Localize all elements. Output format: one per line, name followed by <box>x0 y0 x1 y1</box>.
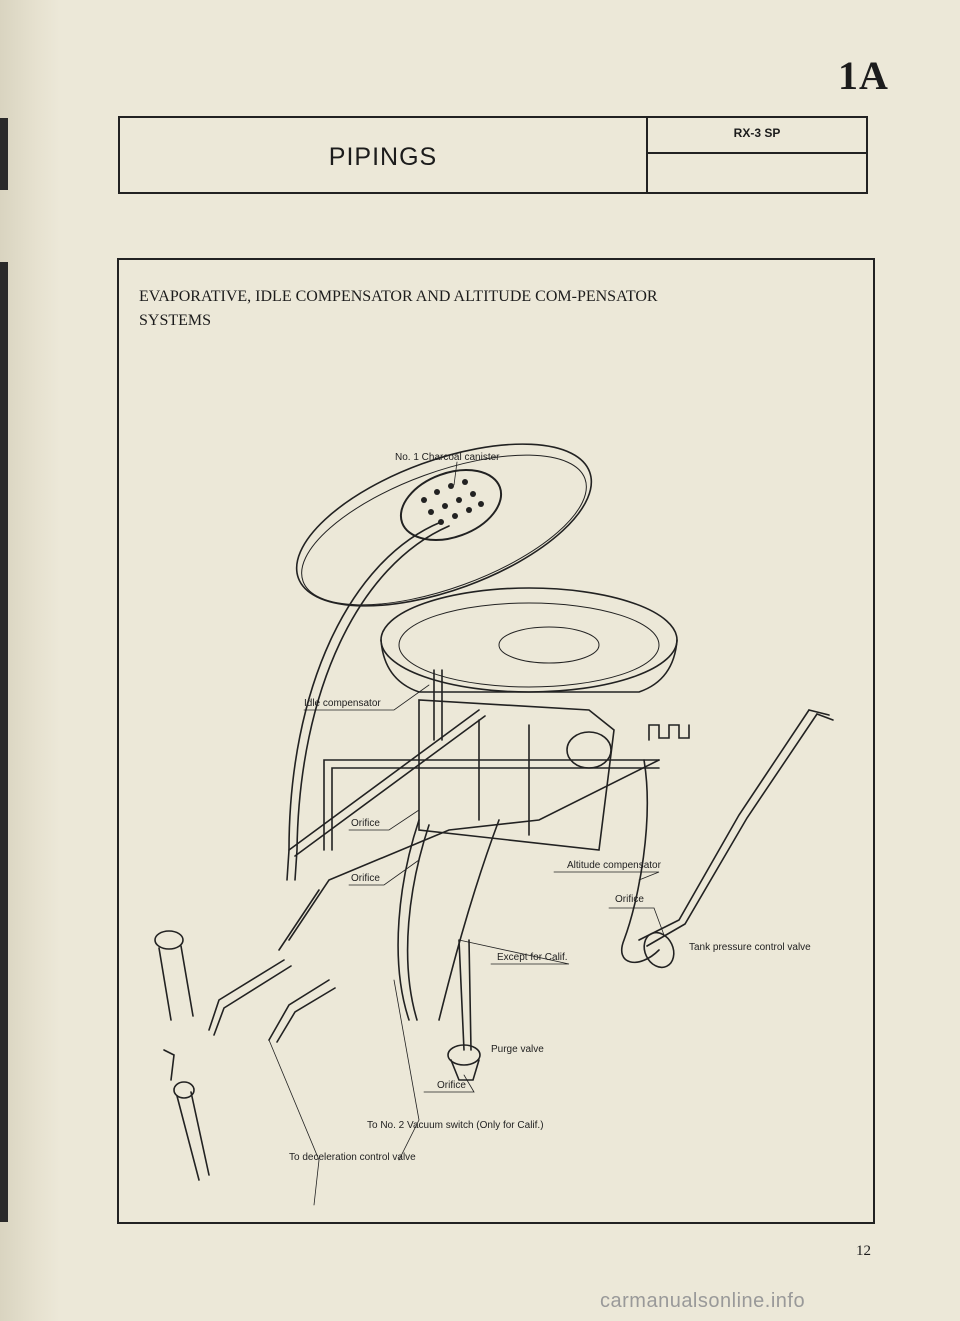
diagonal-pipe <box>288 709 486 857</box>
orifice-label: Orifice <box>351 818 380 829</box>
piping-diagram: No. 1 Charcoal canister Idle compensator… <box>154 443 834 1206</box>
purge-valve-label: Purge valve <box>491 1044 544 1055</box>
air-cleaner-body <box>380 587 678 693</box>
charcoal-canister-label: No. 1 Charcoal canister <box>395 452 500 463</box>
watermark: carmanualsonline.info <box>600 1290 806 1312</box>
page-title: PIPINGS <box>120 118 648 192</box>
page-number: 12 <box>856 1243 871 1259</box>
section-heading: EVAPORATIVE, IDLE COMPENSATOR AND ALTITU… <box>139 288 658 329</box>
tank-line <box>621 759 660 964</box>
vacuum-switch-label: To No. 2 Vacuum switch (Only for Calif.) <box>367 1120 544 1131</box>
air-cleaner-lid <box>295 443 593 607</box>
front-loop <box>397 819 430 1021</box>
page-code: 1A <box>838 53 889 98</box>
canister-holes <box>421 479 484 525</box>
decel-valve-label: To deceleration control valve <box>289 1152 416 1163</box>
idle-compensator-pipe <box>433 669 443 741</box>
vacuum-line-long <box>323 759 660 851</box>
altitude-compensator-label: Altitude compensator <box>567 860 662 871</box>
edge-tab <box>0 118 8 190</box>
binding-shadow <box>0 0 60 1321</box>
orifice-label: Orifice <box>351 873 380 884</box>
edge-tab <box>0 262 8 1222</box>
orifice-label: Orifice <box>437 1080 466 1091</box>
idle-compensator-label: Idle compensator <box>304 698 381 709</box>
orifice-label: Orifice <box>615 894 644 905</box>
charcoal-canister-icon <box>399 469 503 541</box>
fuel-filler-icon <box>154 930 210 1181</box>
tank-pressure-valve-label: Tank pressure control valve <box>689 942 811 953</box>
model-label: RX-3 SP <box>648 118 866 154</box>
except-calif-label: Except for Calif. <box>497 952 568 963</box>
header-box: PIPINGS RX-3 SP <box>118 116 868 194</box>
carburetor <box>418 699 615 851</box>
diagram-panel: EVAPORATIVE, IDLE COMPENSATOR AND ALTITU… <box>117 258 875 1224</box>
evap-line <box>288 759 660 941</box>
tank-pressure-valve-icon <box>643 931 675 969</box>
canister-pipe <box>286 521 442 881</box>
purge-line <box>458 939 472 1051</box>
purge-valve-icon <box>447 1044 481 1081</box>
